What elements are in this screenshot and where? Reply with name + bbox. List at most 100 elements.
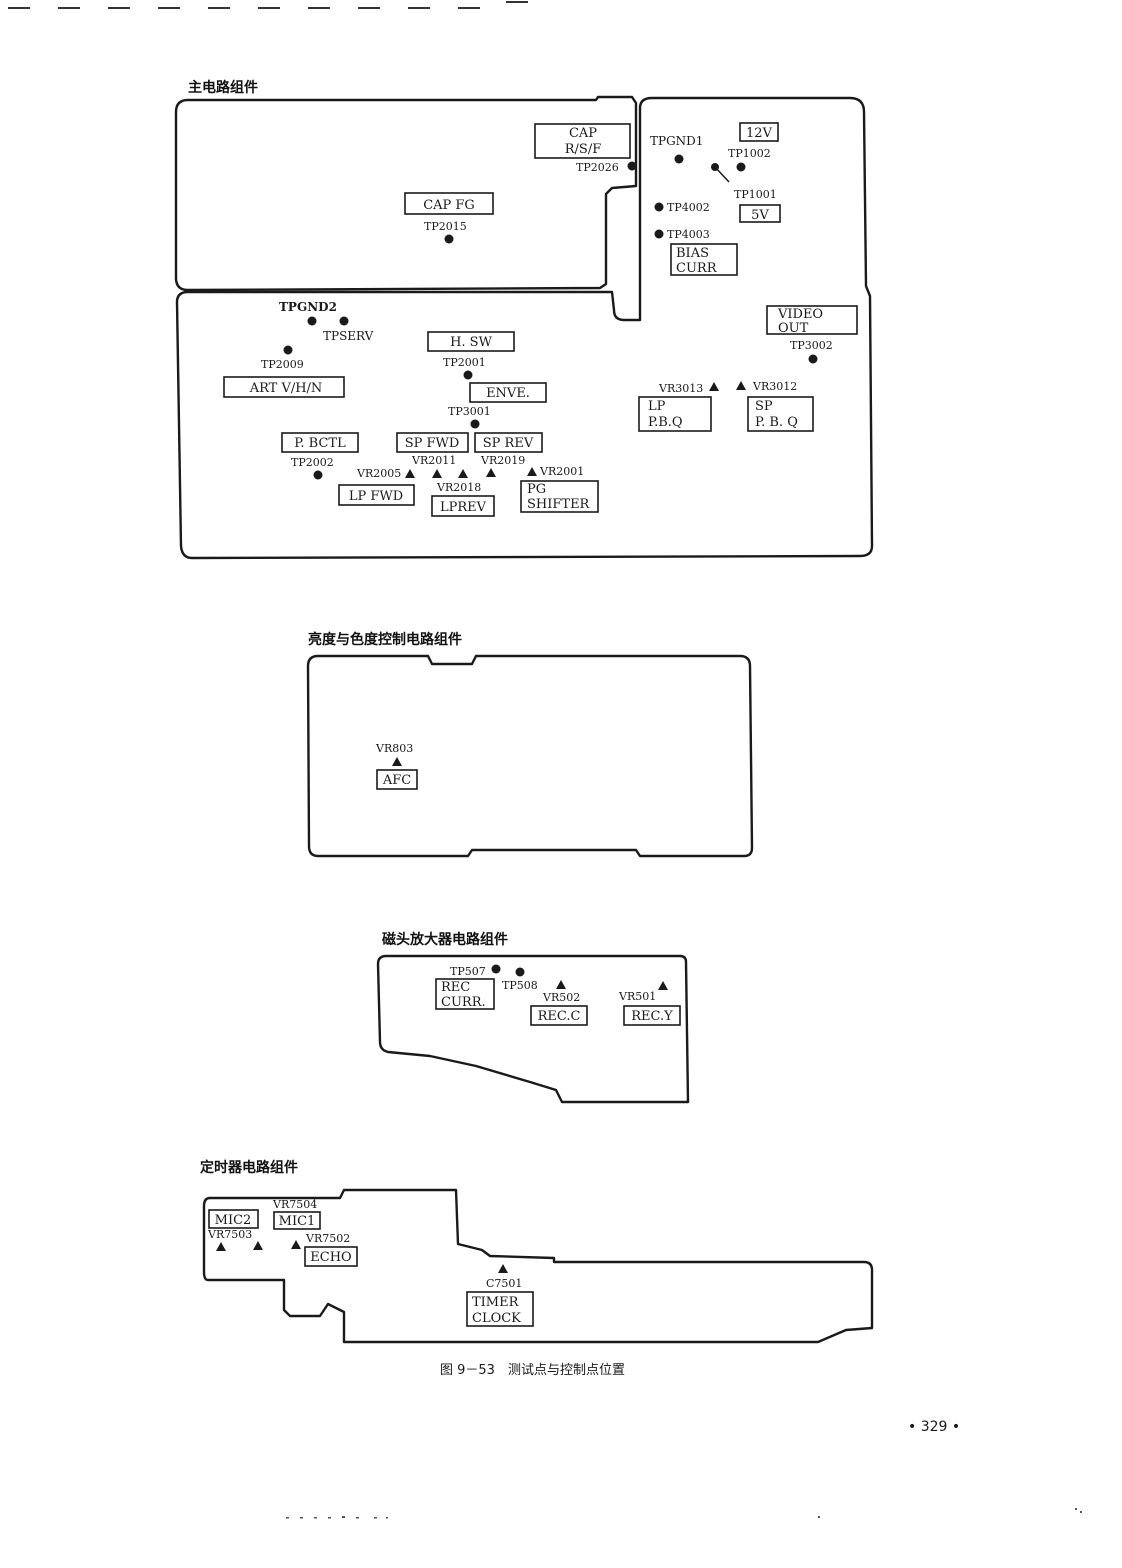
timer-board-outline xyxy=(202,1188,874,1344)
label-tp1001: TP1001 xyxy=(734,188,777,201)
label-vr7503: VR7503 xyxy=(207,1228,252,1241)
label-tp3002: TP3002 xyxy=(790,339,833,352)
box-sp-fwd: SP FWD xyxy=(396,432,469,453)
control-triangle xyxy=(658,981,668,990)
box-text: LP FWD xyxy=(349,489,403,504)
test-point-dot xyxy=(491,964,501,974)
box-text: CAP xyxy=(569,126,597,141)
box-5v: 5V xyxy=(739,204,781,223)
section-title-timer: 定时器电路组件 xyxy=(200,1159,298,1176)
label-c7501: C7501 xyxy=(486,1277,522,1290)
head-amp-board-outline xyxy=(376,954,690,1104)
test-point-dot xyxy=(470,419,480,429)
label-vr502: VR502 xyxy=(542,991,580,1004)
box-text: CURR xyxy=(676,261,718,276)
luma-board-outline xyxy=(306,654,754,858)
label-vr2005: VR2005 xyxy=(356,467,401,480)
box-text: LPREV xyxy=(440,500,487,515)
control-triangle xyxy=(556,980,566,989)
box-rec-curr: REC CURR. xyxy=(435,978,495,1010)
label-vr7504: VR7504 xyxy=(272,1198,317,1211)
page-number: • 329 • xyxy=(908,1419,960,1435)
label-tpserv: TPSERV xyxy=(323,329,374,343)
label-vr2019: VR2019 xyxy=(480,454,525,467)
control-triangle xyxy=(736,381,746,390)
box-text: ENVE. xyxy=(486,386,530,401)
label-tp508: TP508 xyxy=(502,979,538,992)
label-tp2026: TP2026 xyxy=(576,161,619,174)
test-point-dot xyxy=(627,161,637,171)
control-triangle xyxy=(527,467,537,476)
box-art-vhn: ART V/H/N xyxy=(223,376,345,398)
box-text: SP xyxy=(755,399,773,414)
label-tp2015: TP2015 xyxy=(424,220,467,233)
box-bias-curr: BIAS CURR xyxy=(670,243,738,276)
label-vr2011: VR2011 xyxy=(411,454,456,467)
label-vr2018: VR2018 xyxy=(436,481,481,494)
label-tp507: TP507 xyxy=(450,965,486,978)
control-triangle xyxy=(253,1241,263,1250)
box-text: SP FWD xyxy=(405,436,460,451)
label-tp2001: TP2001 xyxy=(443,356,486,369)
box-mic2: MIC2 xyxy=(208,1209,259,1229)
label-vr501: VR501 xyxy=(618,990,656,1003)
control-triangle xyxy=(405,469,415,478)
box-sp-pbq: SP P. B. Q xyxy=(747,396,814,432)
box-cap-rsf: CAP R/S/F xyxy=(534,123,631,159)
label-tpgnd2: TPGND2 xyxy=(279,300,337,314)
control-triangle xyxy=(216,1242,226,1251)
control-triangle xyxy=(392,757,402,766)
box-video-out: VIDEO OUT xyxy=(766,305,858,336)
box-lp-pbq: LP P.B.Q xyxy=(638,396,712,432)
box-enve: ENVE. xyxy=(469,382,547,403)
box-sp-rev: SP REV xyxy=(474,432,543,453)
box-pbctl: P. BCTL xyxy=(281,432,359,453)
section-title-luma: 亮度与色度控制电路组件 xyxy=(308,631,462,648)
scan-specks xyxy=(286,1508,1082,1519)
test-point-dot xyxy=(444,234,454,244)
box-text: SP REV xyxy=(483,436,534,451)
box-text: PG xyxy=(527,482,546,497)
box-text: ART V/H/N xyxy=(249,381,323,396)
box-text: 12V xyxy=(746,126,773,141)
label-vr3013: VR3013 xyxy=(658,382,703,395)
box-text: TIMER xyxy=(472,1295,520,1310)
test-point-dot xyxy=(307,316,317,326)
label-tp4002: TP4002 xyxy=(667,201,710,214)
box-afc: AFC xyxy=(376,769,418,790)
box-text: CURR. xyxy=(441,995,486,1010)
label-tp2002: TP2002 xyxy=(291,456,334,469)
section-title-main: 主电路组件 xyxy=(188,79,258,96)
box-pg-shifter: PG SHIFTER xyxy=(520,480,599,513)
test-point-dot xyxy=(654,229,664,239)
box-text: P. BCTL xyxy=(294,436,346,451)
label-tp1002: TP1002 xyxy=(728,147,771,160)
test-point-dot xyxy=(283,345,293,355)
label-vr7502: VR7502 xyxy=(305,1232,350,1245)
box-text: H. SW xyxy=(450,335,493,350)
top-dash-line xyxy=(8,1,528,9)
box-12v: 12V xyxy=(739,122,779,142)
test-point-dot xyxy=(654,202,664,212)
box-cap-fg: CAP FG xyxy=(404,192,494,215)
box-text: CLOCK xyxy=(472,1311,521,1326)
box-echo: ECHO xyxy=(304,1246,358,1267)
box-text: BIAS xyxy=(676,246,709,261)
test-point-dot xyxy=(313,470,323,480)
main-board-outline xyxy=(174,95,874,560)
test-point-dot xyxy=(808,354,818,364)
test-point-dot xyxy=(674,154,684,164)
box-text: AFC xyxy=(382,773,411,788)
box-text: REC.Y xyxy=(631,1009,673,1024)
box-text: OUT xyxy=(778,321,809,336)
label-tpgnd1: TPGND1 xyxy=(650,134,703,148)
leader-line xyxy=(714,166,730,183)
label-tp3001: TP3001 xyxy=(448,405,491,418)
test-point-dot xyxy=(736,162,746,172)
box-lp-fwd: LP FWD xyxy=(338,484,415,506)
box-text: MIC2 xyxy=(215,1213,252,1228)
box-text: ECHO xyxy=(310,1250,351,1265)
control-triangle xyxy=(486,468,496,477)
box-text: REC.C xyxy=(538,1009,581,1024)
